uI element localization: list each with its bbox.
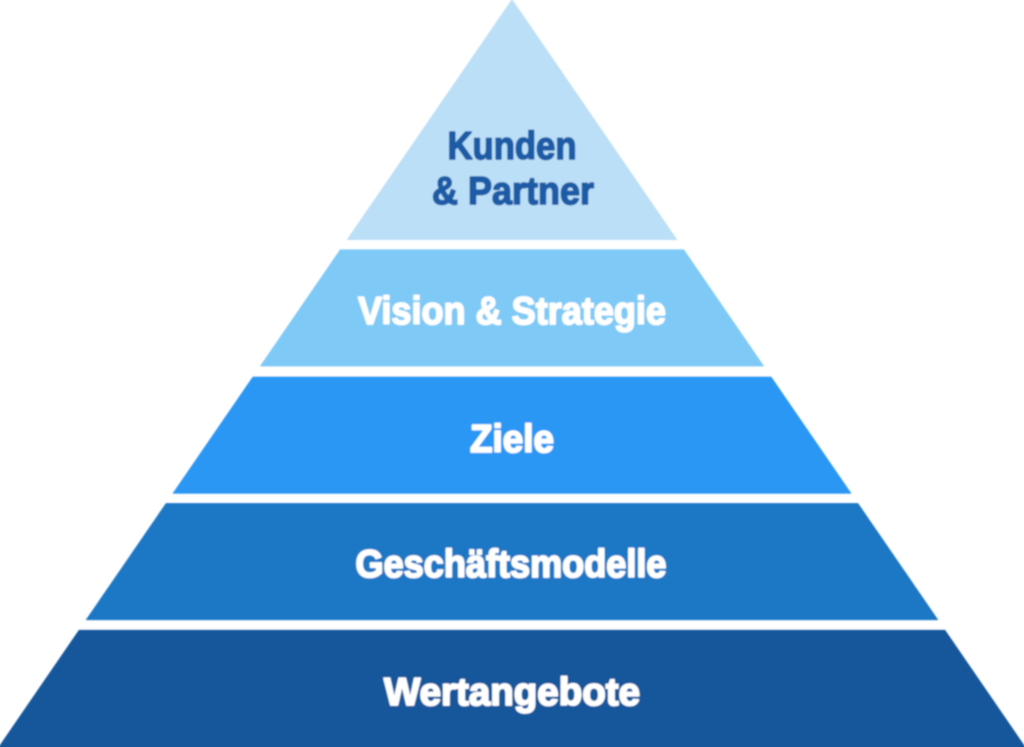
svg-text:Geschäftsmodelle: Geschäftsmodelle xyxy=(356,543,667,586)
svg-text:Wertangebote: Wertangebote xyxy=(384,671,640,714)
svg-text:Kunden: Kunden xyxy=(448,125,577,168)
svg-text:Vision & Strategie: Vision & Strategie xyxy=(358,290,666,333)
svg-text:Ziele: Ziele xyxy=(470,418,554,461)
svg-text:& Partner: & Partner xyxy=(432,170,594,213)
